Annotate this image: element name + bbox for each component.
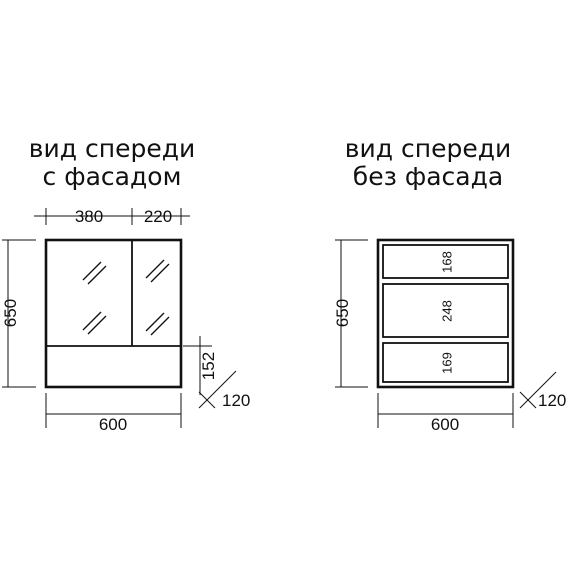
shelf-compartment-bottom (382, 342, 509, 383)
dim-depth-right: 120 (538, 391, 566, 410)
cabinet-outline-without-facade (376, 238, 515, 389)
cabinet-outline-with-facade (44, 238, 183, 389)
dim-shelf-middle: 248 (439, 300, 454, 322)
dim-height-left: 650 (1, 299, 20, 327)
dim-width-left: 600 (99, 415, 127, 434)
width-dimension-line-left (45, 393, 182, 428)
left-title-line1: вид спереди (29, 134, 195, 163)
left-view: вид спереди с фасадом 380 (1, 134, 250, 434)
right-title-line1: вид спереди (345, 134, 511, 163)
depth-marker-left (198, 370, 237, 409)
right-view: вид спереди без фасада 168 248 169 650 6… (333, 134, 566, 434)
glass-mark-left-door (82, 261, 107, 335)
width-dimension-line-right (377, 393, 514, 428)
height-dimension-line-right (335, 239, 368, 388)
right-title-line2: без фасада (353, 162, 503, 191)
dim-left-door: 380 (75, 207, 103, 226)
glass-mark-right-door (145, 259, 170, 336)
dim-drawer: 152 (199, 352, 218, 380)
height-dimension-line (2, 239, 36, 388)
shelf-compartment-middle (382, 283, 509, 338)
shelf-compartment-top (382, 244, 509, 279)
top-dimension-line (34, 208, 190, 225)
dim-right-door: 220 (144, 207, 172, 226)
dim-depth-left: 120 (222, 391, 250, 410)
dim-height-right: 650 (333, 299, 352, 327)
drawer-dimension-line (183, 336, 212, 395)
depth-marker-right (519, 371, 557, 409)
dim-shelf-top: 168 (439, 251, 454, 273)
dim-width-right: 600 (431, 415, 459, 434)
dim-shelf-bottom: 169 (439, 352, 454, 374)
left-title-line2: с фасадом (43, 162, 182, 191)
